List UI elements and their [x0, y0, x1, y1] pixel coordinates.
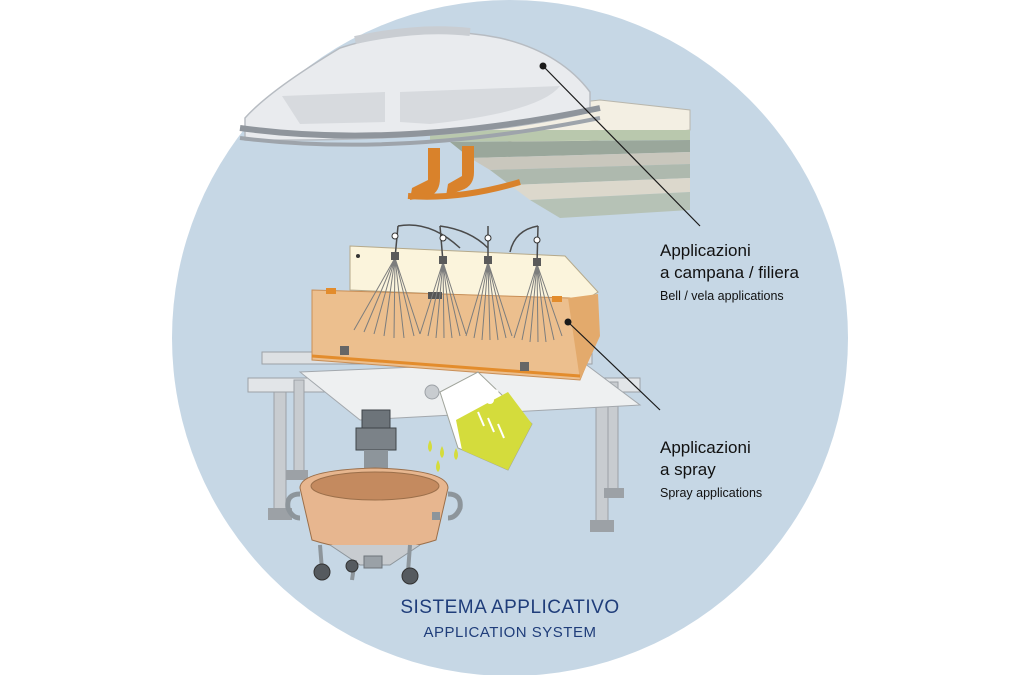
- callout-leaders: [539, 62, 701, 411]
- callout-spray-title-line2: a spray: [660, 460, 716, 479]
- callout-spray-subtitle: Spray applications: [660, 486, 762, 500]
- callout-bell-title-line2: a campana / filiera: [660, 263, 799, 282]
- system-subtitle: APPLICATION SYSTEM: [424, 624, 597, 641]
- system-title: SISTEMA APPLICATIVO: [400, 597, 619, 618]
- mixing-tank-illustration: [285, 409, 463, 585]
- pouring-jug-illustration: [428, 371, 533, 472]
- callout-bell: Applicazioni a campana / filiera Bell / …: [660, 241, 799, 303]
- callout-spray: Applicazioni a spray Spray applications: [660, 438, 762, 500]
- callout-bell-title-line1: Applicazioni: [660, 241, 751, 260]
- callout-spray-title-line1: Applicazioni: [660, 438, 751, 457]
- bell-applicator-illustration: [239, 26, 691, 218]
- callout-bell-subtitle: Bell / vela applications: [660, 289, 784, 303]
